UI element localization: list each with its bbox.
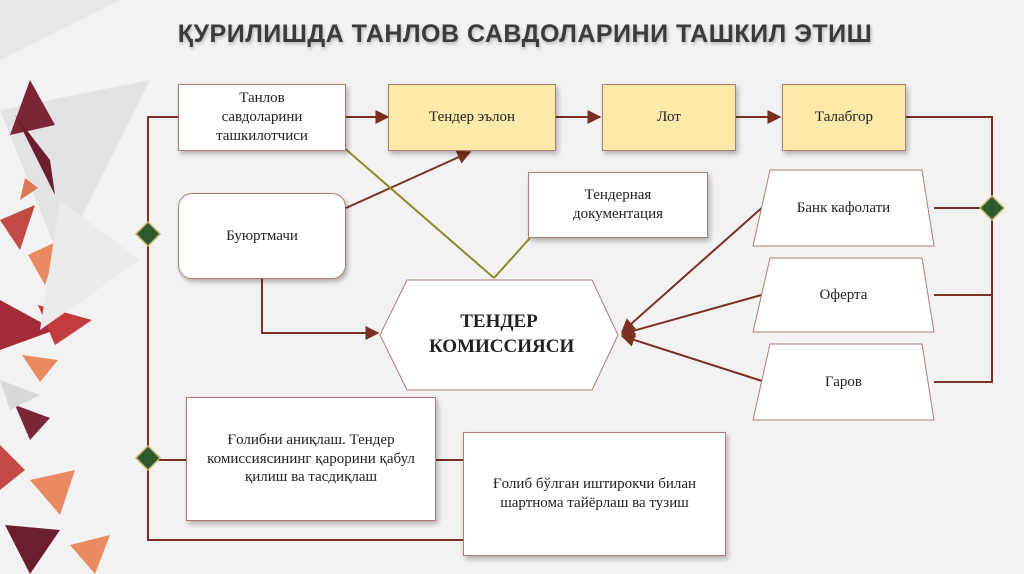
bg-triangle — [0, 300, 55, 350]
bg-triangle — [20, 178, 38, 200]
customer-label: Буюртмачи — [226, 227, 298, 244]
offer-shape — [752, 257, 935, 333]
bg-triangle — [0, 445, 25, 490]
winner-determination-label: Ғолибни аниқлаш. Тендер комиссиясининг қ… — [207, 431, 415, 486]
bg-triangle — [5, 525, 60, 574]
tender-announcement-label: Тендер эълон — [428, 109, 516, 126]
lot-label: Лот — [657, 109, 681, 126]
customer-box: Буюртмачи — [178, 193, 346, 279]
arrow-bank-to-commission — [620, 204, 766, 333]
arrow-customer-to-announcement — [345, 150, 472, 209]
tender-commission-label: ТЕНДЕР КОМИССИЯСИ — [429, 311, 575, 357]
lot-box: Лот — [602, 84, 736, 151]
offer-label: Оферта — [819, 286, 868, 303]
bg-triangle — [0, 205, 35, 250]
left-bus-line — [147, 116, 463, 541]
diagonal-documentation-to-commission — [493, 237, 531, 279]
bank-guarantee-shape — [752, 169, 935, 247]
winner-determination-box: Ғолибни аниқлаш. Тендер комиссиясининг қ… — [186, 397, 436, 521]
bg-triangle — [22, 355, 58, 382]
page-title: ҚУРИЛИШДА ТАНЛОВ САВДОЛАРИНИ ТАШКИЛ ЭТИШ — [177, 20, 873, 48]
organizer-box: Танлов савдоларини ташкилотчиси — [178, 84, 346, 151]
left-top-diamond — [134, 220, 162, 248]
contract-label: Ғолиб бўлган иштирокчи билан шартнома та… — [492, 476, 697, 511]
pledge-text: Гаров — [753, 344, 934, 420]
bg-triangle — [15, 115, 55, 195]
arrow-offer-to-commission — [620, 293, 766, 338]
applicant-label: Талабгор — [814, 109, 874, 126]
bg-triangle — [10, 80, 55, 135]
bank-guarantee-text: Банк кафолати — [753, 170, 934, 246]
arrow-pledge-to-commission — [620, 333, 766, 383]
arrow-customer-to-commission — [261, 279, 380, 340]
bg-triangle — [15, 405, 50, 440]
bg-shape — [0, 380, 40, 410]
pledge-shape — [752, 343, 935, 421]
contract-box: Ғолиб бўлган иштирокчи билан шартнома та… — [463, 432, 726, 556]
tender-documentation-label: Тендерная документация — [572, 187, 664, 222]
bg-shape — [40, 200, 140, 330]
tender-commission-text: ТЕНДЕР КОМИССИЯСИ — [392, 280, 606, 390]
left-bottom-diamond — [134, 444, 162, 472]
bg-shape — [0, 0, 120, 60]
organizer-label: Танлов савдоларини ташкилотчиси — [216, 90, 308, 144]
right-diamond — [978, 194, 1006, 222]
diagonal-organizer-to-commission — [341, 145, 495, 279]
tender-commission-shape — [379, 279, 619, 391]
tender-documentation-box: Тендерная документация — [528, 172, 708, 238]
right-bus-line — [906, 116, 993, 383]
offer-text: Оферта — [753, 258, 934, 332]
bg-triangle — [70, 535, 110, 574]
tender-announcement-box: Тендер эълон — [388, 84, 556, 151]
applicant-box: Талабгор — [782, 84, 906, 151]
bg-triangle — [30, 470, 75, 515]
pledge-label: Гаров — [824, 373, 863, 390]
bank-guarantee-label: Банк кафолати — [796, 199, 891, 216]
bg-triangle — [28, 240, 60, 285]
